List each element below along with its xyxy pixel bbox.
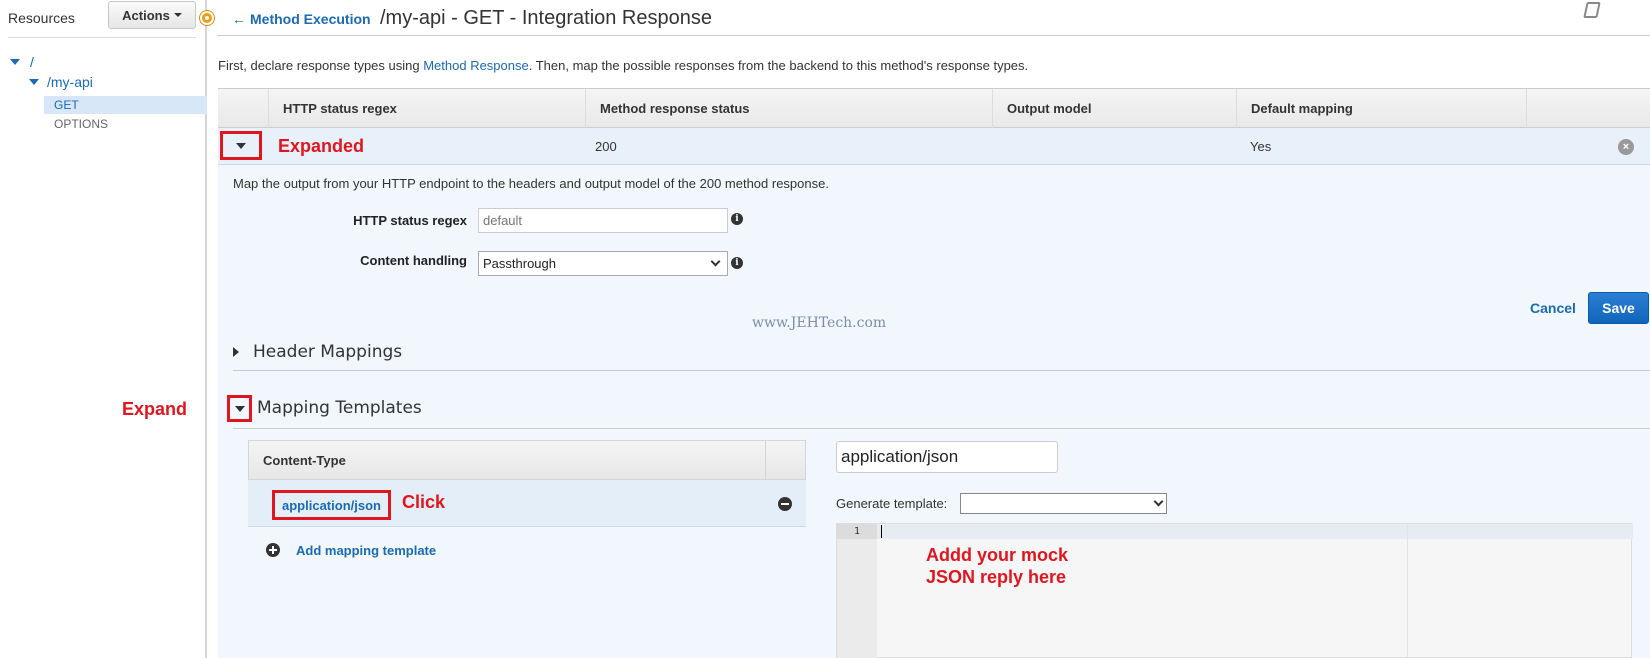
mapping-description: Map the output from your HTTP endpoint t… (233, 176, 829, 191)
active-line (877, 524, 1633, 539)
responses-table-header: HTTP status regex Method response status… (218, 88, 1650, 129)
http-status-regex-input[interactable] (478, 208, 728, 233)
actions-dropdown-button[interactable]: Actions (108, 1, 196, 29)
add-mapping-template-link[interactable]: Add mapping template (296, 543, 437, 558)
editor-gutter (837, 524, 877, 658)
mapping-templates-title: Mapping Templates (257, 398, 422, 418)
tree-item-get[interactable]: GET (44, 96, 207, 114)
remove-row-icon[interactable]: × (1618, 139, 1634, 155)
watermark: www.JEHTech.com (752, 315, 887, 331)
column-header: Default mapping (1236, 89, 1526, 129)
page-title: /my-api - GET - Integration Response (380, 7, 712, 29)
resources-panel: Resources Actions / /my-api GET OPTIONS (0, 0, 207, 658)
column-header: Content-Type (263, 453, 346, 468)
actions-label: Actions (122, 7, 170, 23)
intro-part: . Then, map the possible responses from … (528, 58, 1029, 73)
tree-item-root[interactable]: / (10, 54, 34, 70)
intro-part: First, declare response types using (218, 58, 424, 73)
header-mappings-section[interactable]: Header Mappings (233, 342, 402, 362)
panel-resize-handle[interactable] (200, 11, 214, 25)
info-icon[interactable]: i (731, 257, 743, 269)
remove-template-icon[interactable] (778, 497, 792, 511)
content-handling-select[interactable]: Passthrough (478, 251, 728, 276)
chevron-down-icon (1153, 496, 1164, 507)
annotation-mock-reply: Addd your mock JSON reply here (926, 544, 1068, 588)
caret-down-icon (234, 405, 245, 412)
table-row[interactable]: 200 Yes (218, 128, 1650, 165)
column-header: Output model (992, 89, 1236, 129)
text-cursor (881, 525, 882, 538)
content-type-link[interactable]: application/json (282, 497, 381, 513)
tree-item-label[interactable]: /my-api (47, 74, 93, 90)
intro-text: First, declare response types using Meth… (218, 58, 1028, 73)
divider (217, 35, 1650, 36)
tree-item-my-api[interactable]: /my-api (29, 74, 93, 90)
divider (233, 370, 1650, 371)
mapping-templates-toggle[interactable] (227, 395, 252, 422)
tree-item-label[interactable]: / (30, 54, 34, 70)
caret-down-icon (236, 142, 246, 149)
annotation-line: JSON reply here (926, 567, 1067, 587)
add-icon[interactable] (266, 543, 280, 557)
method-execution-link[interactable]: ← Method Execution (232, 11, 371, 27)
generate-template-select[interactable] (960, 493, 1167, 514)
print-margin (1407, 524, 1408, 658)
generate-template-label: Generate template: (836, 496, 948, 511)
tree-expand-icon[interactable] (10, 59, 20, 65)
cancel-button[interactable]: Cancel (1530, 300, 1576, 316)
chevron-down-icon (710, 256, 721, 267)
back-label: Method Execution (250, 11, 371, 27)
resources-title: Resources (8, 10, 75, 26)
content-type-input[interactable] (836, 441, 1058, 473)
info-icon[interactable]: i (731, 213, 743, 225)
annotation-line: Addd your mock (926, 545, 1069, 565)
divider (233, 428, 1650, 429)
column-divider (765, 441, 766, 479)
caret-down-icon (173, 13, 182, 17)
content-type-item-application-json[interactable]: application/json (272, 490, 391, 520)
book-icon[interactable] (1583, 2, 1601, 18)
http-status-regex-label: HTTP status regex (353, 213, 467, 228)
caret-right-icon[interactable] (233, 347, 239, 357)
save-button[interactable]: Save (1588, 292, 1649, 324)
section-title: Header Mappings (253, 342, 403, 362)
tree-expand-icon[interactable] (29, 79, 39, 85)
annotation-click: Click (402, 492, 446, 512)
annotation-expand: Expand (122, 399, 188, 419)
row-collapse-toggle[interactable] (220, 131, 262, 160)
annotation-expanded: Expanded (278, 136, 365, 156)
column-header-actions (1526, 89, 1650, 129)
line-number: 1 (837, 524, 877, 539)
content-type-table-header: Content-Type (248, 440, 806, 480)
default-mapping: Yes (1250, 139, 1272, 154)
method-response-status: 200 (595, 139, 617, 154)
arrow-left-icon: ← (232, 11, 246, 27)
tree-item-options[interactable]: OPTIONS (54, 117, 109, 131)
column-header: Method response status (585, 89, 992, 129)
content-handling-label: Content handling (360, 253, 467, 268)
method-response-link[interactable]: Method Response (423, 58, 529, 73)
select-value: Passthrough (483, 256, 556, 271)
column-header: HTTP status regex (268, 89, 585, 129)
divider (8, 37, 196, 38)
